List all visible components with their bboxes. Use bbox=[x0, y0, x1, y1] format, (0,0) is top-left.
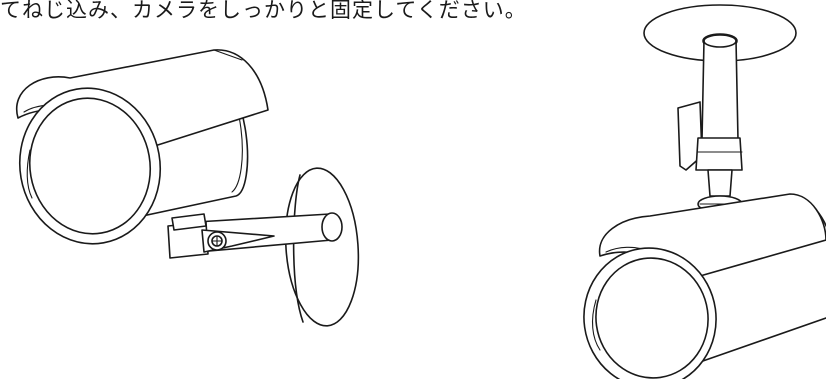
instruction-text: てねじ込み、カメラをしっかりと固定してください。 bbox=[0, 0, 527, 22]
camera-body-ceiling bbox=[583, 193, 826, 379]
swivel-joint bbox=[167, 213, 275, 259]
wall-mount-plate bbox=[284, 167, 360, 327]
camera-body-wall bbox=[15, 49, 269, 245]
mount-pole bbox=[677, 34, 743, 213]
